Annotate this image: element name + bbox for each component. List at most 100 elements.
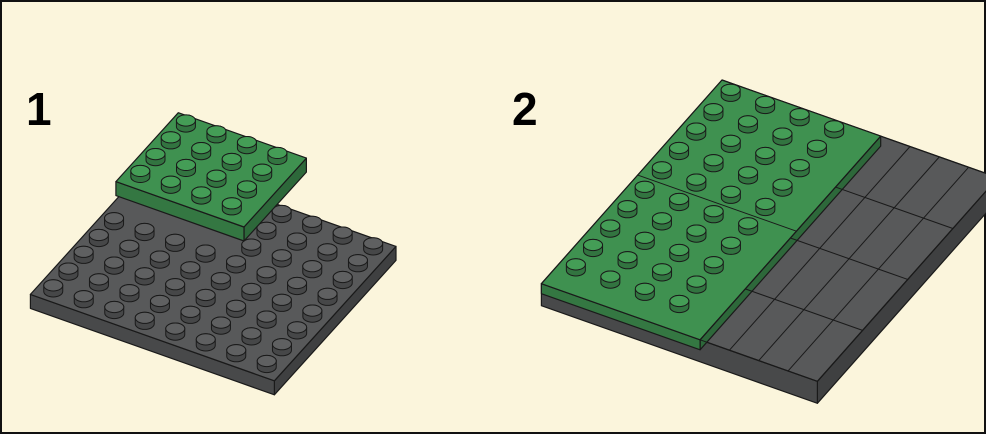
gray-baseplate-stud-top [89, 229, 108, 240]
gray-baseplate-stud [227, 256, 246, 273]
green-plate-stud-top [207, 126, 226, 137]
green-plate-stud-top [161, 176, 180, 187]
green-plate-stud-top [192, 143, 211, 154]
green-plates-stud-top [738, 116, 757, 127]
green-plates-stud-top [635, 283, 654, 294]
gray-baseplate-stud [272, 250, 291, 267]
gray-baseplate-stud-top [288, 277, 307, 288]
green-plate-stud [222, 153, 241, 170]
gray-baseplate-stud [150, 251, 169, 268]
gray-baseplate-stud-top [44, 280, 63, 291]
green-plates-stud-top [704, 206, 723, 217]
gray-baseplate-stud-top [120, 240, 139, 251]
gray-baseplate-stud [272, 294, 291, 311]
green-plates-stud-top [739, 167, 758, 178]
green-plates-stud [584, 239, 603, 256]
green-plates-stud [670, 295, 689, 312]
green-plates-stud-top [687, 225, 706, 236]
green-plates-stud [687, 174, 706, 191]
gray-baseplate-stud [105, 213, 124, 230]
gray-baseplate-stud-top [150, 251, 169, 262]
green-plate-stud [161, 176, 180, 193]
gray-baseplate-stud-top [272, 294, 291, 305]
green-plates-stud-top [653, 264, 672, 275]
green-plate-stud-top [146, 149, 165, 160]
green-plates-stud [721, 135, 740, 152]
gray-baseplate-stud [74, 246, 93, 263]
gray-baseplate-stud-top [303, 305, 322, 316]
gray-baseplate-stud-top [135, 268, 154, 279]
gray-baseplate-stud [166, 323, 185, 340]
green-plates-stud-top [652, 213, 671, 224]
green-plates-stud [687, 276, 706, 293]
green-plates-stud [601, 271, 620, 288]
green-plate-stud [176, 115, 195, 132]
green-plates-stud [670, 142, 689, 159]
green-plates-stud [652, 162, 671, 179]
green-plates-stud-top [790, 160, 809, 171]
gray-baseplate-stud [318, 288, 337, 305]
green-plates-stud [601, 220, 620, 237]
gray-baseplate-stud-top [181, 306, 200, 317]
green-plate-stud [268, 147, 287, 164]
gray-baseplate-stud [333, 227, 352, 244]
green-plate-stud-top [222, 153, 241, 164]
green-plate-stud [253, 164, 272, 181]
gray-baseplate-stud-top [303, 216, 322, 227]
green-plate-stud [207, 170, 226, 187]
green-plates-stud [704, 257, 723, 274]
step-2-assembly [541, 80, 986, 403]
gray-baseplate-stud [257, 355, 276, 372]
green-plate-stud [161, 132, 180, 149]
gray-baseplate-stud-top [257, 311, 276, 322]
gray-baseplate-stud [242, 239, 261, 256]
gray-baseplate-stud [288, 322, 307, 339]
green-plates-stud-top [756, 147, 775, 158]
gray-baseplate-stud [181, 306, 200, 323]
gray-baseplate-stud-top [135, 312, 154, 323]
green-plates-stud [670, 244, 689, 261]
green-plates-stud-top [670, 244, 689, 255]
green-plates-stud [704, 206, 723, 223]
gray-baseplate-stud [44, 280, 63, 297]
gray-baseplate-stud [196, 334, 215, 351]
green-plates-stud [807, 140, 826, 157]
green-plates-stud [790, 160, 809, 177]
gray-baseplate-stud [242, 283, 261, 300]
gray-baseplate-stud [303, 261, 322, 278]
green-plates-stud-top [756, 96, 775, 107]
gray-baseplate-stud [287, 233, 306, 250]
gray-baseplate-stud-top [196, 245, 215, 256]
gray-baseplate-stud [105, 301, 124, 318]
gray-baseplate-stud [120, 240, 139, 257]
green-plates-stud-top [601, 271, 620, 282]
green-plate-stud [238, 181, 257, 198]
green-plates-stud [687, 123, 706, 140]
green-plate-stud [177, 159, 196, 176]
green-plates-stud-top [687, 174, 706, 185]
green-plates-stud-top [618, 201, 637, 212]
gray-baseplate-stud-top [288, 322, 307, 333]
green-plate-stud [192, 187, 211, 204]
green-plates-stud [704, 104, 723, 121]
gray-baseplate-stud [272, 205, 291, 222]
gray-baseplate-stud [135, 223, 154, 240]
green-plates-stud [653, 264, 672, 281]
gray-baseplate-stud-top [303, 261, 322, 272]
gray-baseplate-stud [211, 273, 230, 290]
green-plates-stud [721, 84, 740, 101]
gray-baseplate-stud [227, 300, 246, 317]
gray-baseplate-stud [348, 255, 367, 272]
green-plates-stud [687, 225, 706, 242]
gray-baseplate-stud-top [227, 300, 246, 311]
gray-baseplate-stud [227, 345, 246, 362]
green-plates-stud-top [704, 257, 723, 268]
gray-baseplate-stud-top [166, 234, 185, 245]
green-plates-stud-top [670, 142, 689, 153]
gray-baseplate-stud-top [211, 273, 230, 284]
green-plates-stud [635, 181, 654, 198]
green-plates-stud-top [721, 135, 740, 146]
green-plates-stud [704, 155, 723, 172]
gray-baseplate-stud-top [181, 262, 200, 273]
green-plates-stud-top [635, 181, 654, 192]
